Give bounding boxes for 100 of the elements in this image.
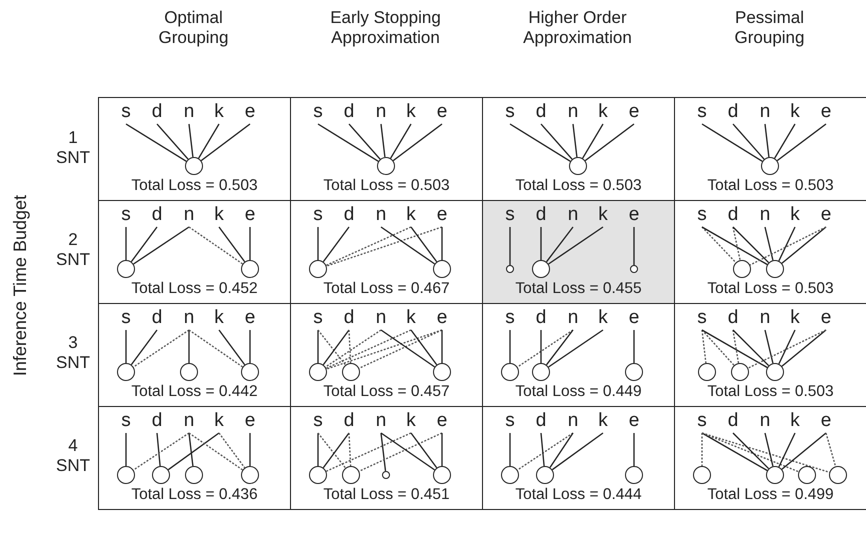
group-circle [630,265,638,273]
connector-line [317,432,346,468]
variable-letter: k [404,102,418,124]
variable-letter: d [342,411,356,433]
variable-letter: e [243,308,257,330]
variable-letter: k [596,205,610,227]
connector-line [764,432,774,466]
group-circle [241,260,259,278]
connector-line [410,226,438,262]
variable-letter: s [311,308,325,330]
connector-line [701,433,703,466]
variable-letter: d [150,411,164,433]
loss-value: Total Loss = 0.503 [514,177,643,195]
variable-letter: e [819,308,833,330]
variable-letter: d [150,205,164,227]
connector-line [188,432,243,470]
group-circle [382,471,390,479]
connector-line [348,432,352,466]
group-circle [309,260,327,278]
variable-letter: d [534,205,548,227]
variable-letter: s [695,308,709,330]
variable-letter: n [374,308,388,330]
loss-value: Total Loss = 0.499 [706,486,835,504]
variable-letter: s [503,102,517,124]
group-circle [532,363,550,381]
group-circle [309,363,327,381]
connector-line [218,330,246,366]
variable-letter: n [182,205,196,227]
connector-line [380,432,386,472]
connector-line [540,330,542,363]
variable-letter: k [212,102,226,124]
variable-letter: n [758,102,772,124]
variable-letter: n [566,308,580,330]
loss-value: Total Loss = 0.444 [514,486,643,504]
connector-line [781,432,826,470]
variable-letter: k [404,205,418,227]
connector-line [188,329,243,368]
connector-line [732,432,770,470]
connector-line [317,433,319,466]
connector-line [510,123,571,162]
variable-letter: d [150,308,164,330]
connector-line [126,123,187,162]
variable-letter: s [503,411,517,433]
group-circle [309,466,327,484]
loss-value: Total Loss = 0.451 [322,486,451,504]
connector-line [750,226,826,266]
variable-letter: k [212,308,226,330]
variable-letter: e [435,102,449,124]
variable-letter: k [788,308,802,330]
connector-line [326,226,442,267]
connector-line [764,226,774,260]
grid-cell [98,406,291,510]
connector-line [702,123,763,162]
group-circle [698,363,716,381]
connector-line [325,329,382,368]
variable-letter: k [788,102,802,124]
connector-line [130,226,158,262]
variable-letter: s [119,308,133,330]
connector-line [218,432,246,468]
variable-letter: k [596,102,610,124]
group-circle [180,363,198,381]
connector-line [348,124,381,160]
connector-line [322,226,350,262]
variable-letter: k [404,308,418,330]
variable-letter: n [566,102,580,124]
connector-line [348,330,352,364]
loss-value: Total Loss = 0.467 [322,280,451,298]
group-circle [506,265,514,273]
variable-letter: d [150,102,164,124]
connector-line [774,124,796,159]
variable-letter: d [534,308,548,330]
variable-letter: k [596,411,610,433]
connector-line [778,330,796,364]
group-circle [536,466,554,484]
group-circle [241,466,259,484]
connector-line [546,226,574,262]
variable-letter: n [374,411,388,433]
group-circle [117,260,135,278]
connector-line [548,329,604,368]
group-circle [185,157,203,175]
group-circle [829,466,847,484]
variable-letter: k [404,411,418,433]
variable-letter: s [311,205,325,227]
connector-line [380,124,386,158]
connector-line [390,124,412,159]
connector-line [380,329,435,368]
connector-line [441,227,443,260]
variable-letter: n [374,102,388,124]
connector-line [781,330,826,367]
connector-line [441,330,443,363]
connector-line [249,227,251,260]
connector-line [517,329,574,368]
variable-letter: s [695,411,709,433]
variable-letter: s [695,205,709,227]
variable-letter: e [243,205,257,227]
connector-line [249,330,251,363]
group-circle [501,466,519,484]
variable-letter: e [819,411,833,433]
group-circle [342,466,360,484]
variable-letter: e [819,205,833,227]
